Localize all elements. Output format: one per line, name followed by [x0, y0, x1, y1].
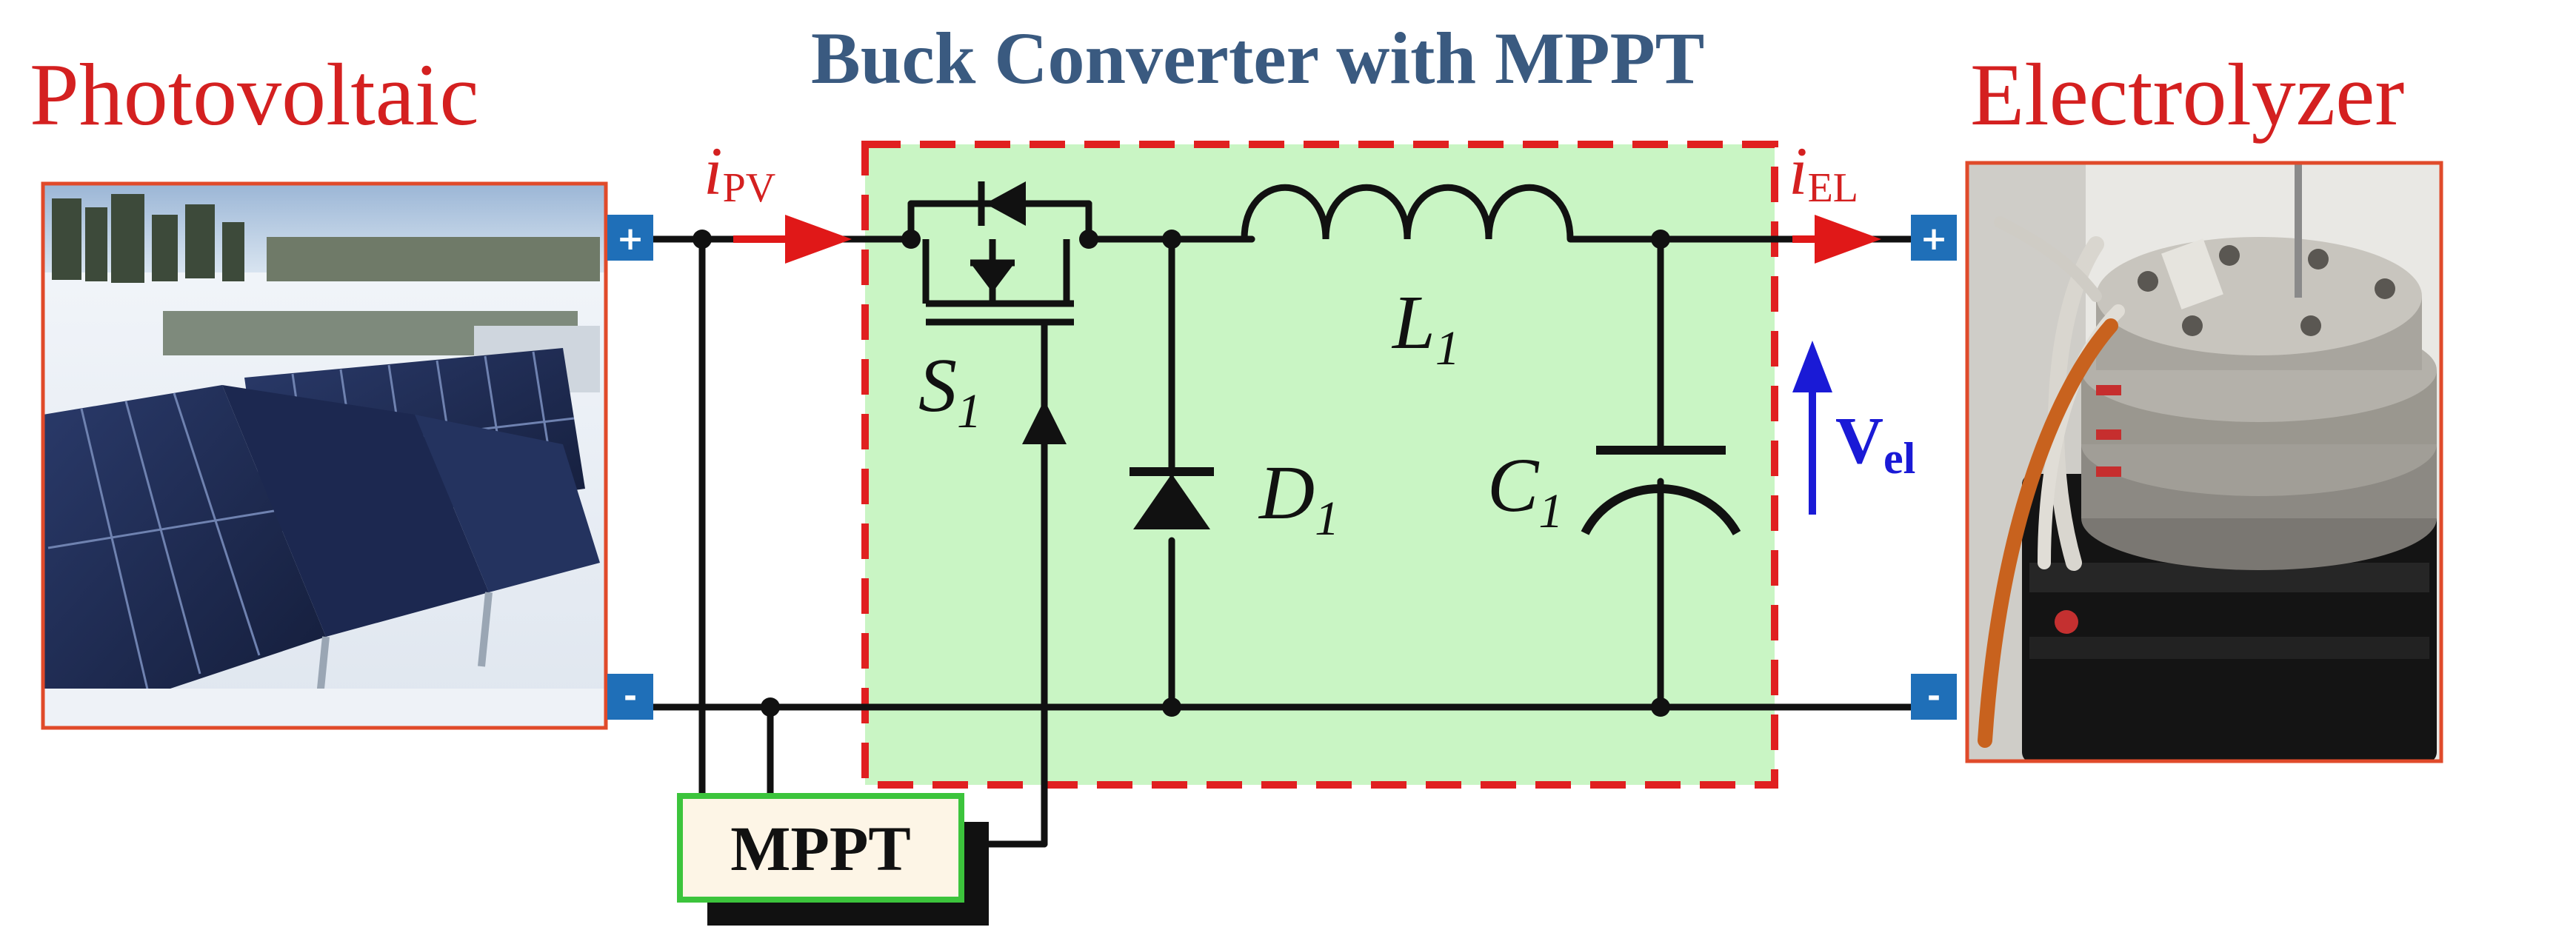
svg-text:+: + [1921, 220, 1948, 258]
voltage-label: Vel [1835, 404, 1915, 483]
diode-d1-label: D1 [1258, 450, 1339, 546]
diode-d1 [1129, 230, 1214, 717]
junction-dot [761, 697, 780, 717]
current-arrow-el [1792, 215, 1881, 264]
switch-s1-label: S1 [918, 343, 981, 438]
svg-text:-: - [1927, 677, 1941, 715]
el-plus-terminal: + [1911, 215, 1957, 261]
switch-s1 [901, 181, 1098, 444]
current-el-label: iEL [1789, 133, 1858, 211]
photovoltaic-title: Photovoltaic [30, 45, 479, 144]
electrolyzer-photo [1965, 161, 2443, 763]
current-arrow-pv [733, 215, 852, 264]
inductor-l1 [1241, 184, 1574, 240]
electrolyzer-title: Electrolyzer [1970, 45, 2404, 144]
junction-dot [693, 230, 712, 249]
svg-text:-: - [624, 677, 637, 715]
capacitor-c1 [1581, 230, 1741, 717]
el-minus-terminal: - [1911, 674, 1957, 720]
capacitor-c1-label: C1 [1487, 443, 1563, 538]
pv-plus-terminal: + [607, 215, 653, 261]
mppt-controller [677, 793, 989, 926]
voltage-arrow [1792, 341, 1832, 515]
converter-title: Buck Converter with MPPT [811, 17, 1704, 99]
pv-minus-terminal: - [607, 674, 653, 720]
converter-box [861, 141, 1778, 789]
mppt-label: MPPT [730, 813, 911, 884]
svg-text:+: + [617, 220, 644, 258]
photovoltaic-photo [41, 181, 608, 730]
current-pv-label: iPV [704, 133, 775, 211]
inductor-l1-label: L1 [1391, 280, 1460, 375]
